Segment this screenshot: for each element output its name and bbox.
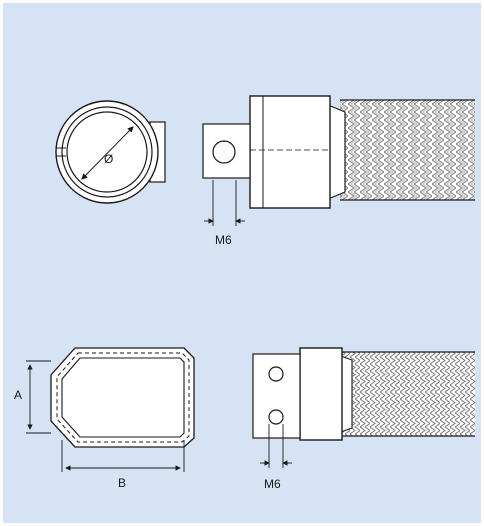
- rect-end-view: A B: [14, 347, 195, 490]
- m6-label-bottom: M6: [264, 477, 281, 491]
- bolt-hole-top: [212, 140, 236, 164]
- diameter-dimension-line: [81, 126, 134, 180]
- braided-hose-bottom: [340, 352, 475, 436]
- round-side-view: M6: [202, 95, 475, 247]
- dim-b-label: B: [118, 476, 126, 490]
- dim-a-label: A: [14, 388, 22, 402]
- diameter-label: Ø: [104, 152, 113, 166]
- round-end-view: Ø: [55, 100, 166, 204]
- bolt-hole-upper: [268, 366, 284, 382]
- m6-label-top: M6: [215, 233, 232, 247]
- braided-hose-top: [340, 100, 475, 200]
- middle-ring: [61, 106, 153, 198]
- rect-side-view: M6: [252, 347, 475, 491]
- ferrule-body-bottom: [299, 347, 343, 441]
- rect-inner-profile: [61, 357, 185, 438]
- ferrule-body-top: [249, 95, 331, 209]
- rect-middle-profile: [56, 352, 190, 443]
- bolt-hole-lower: [268, 409, 284, 425]
